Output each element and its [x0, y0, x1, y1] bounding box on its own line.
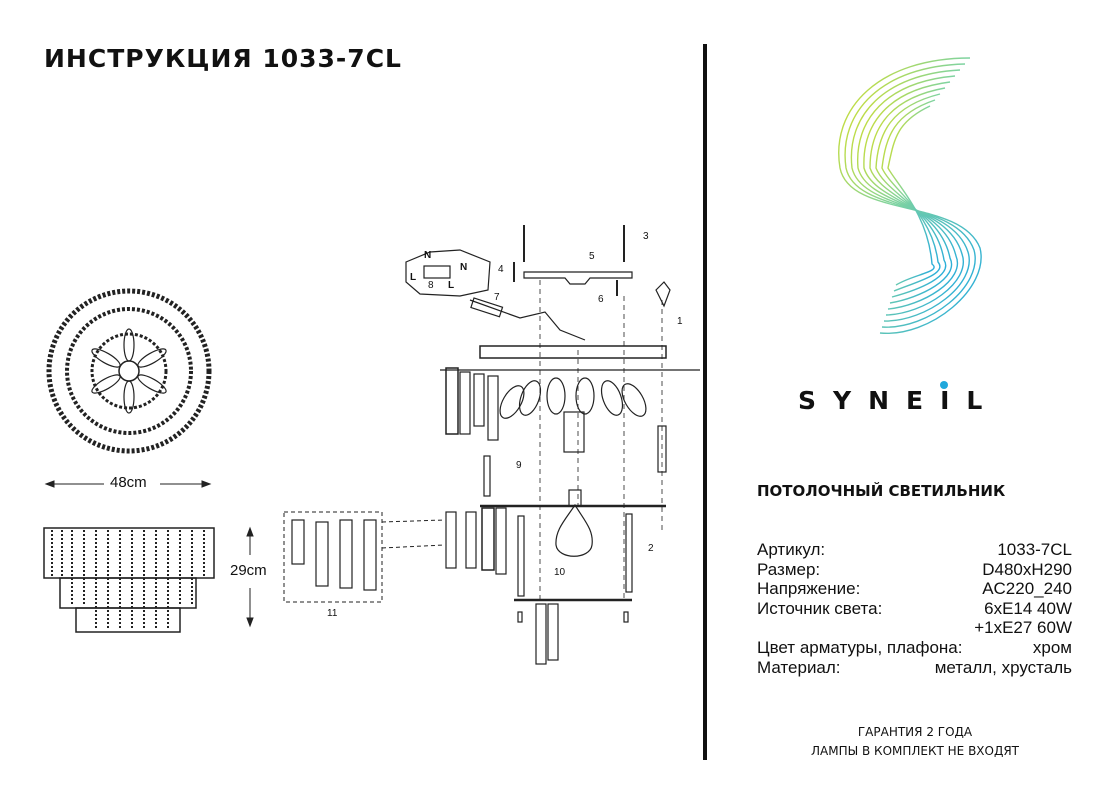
part-number-11: 11 [327, 608, 338, 619]
spec-row: +1xE27 60W [757, 618, 1072, 638]
vertical-divider [703, 44, 707, 760]
spec-row: Цвет арматуры, плафона: хром [757, 638, 1072, 658]
height-dimension-label: 29cm [230, 562, 267, 579]
spec-row: Материал: металл, хрусталь [757, 658, 1072, 678]
specifications-table: Артикул: 1033-7CL Размер: D480xH290 Напряж… [757, 540, 1072, 677]
width-dimension-label: 48cm [110, 474, 147, 491]
part-number-3: 3 [643, 231, 649, 242]
spec-value: D480xH290 [982, 559, 1072, 579]
part-number-1: 1 [677, 316, 683, 327]
spec-value: AC220_240 [982, 579, 1072, 599]
spec-row: Источник света: 6xE14 40W [757, 599, 1072, 619]
spec-label: Материал: [757, 657, 841, 677]
technical-drawing [43, 225, 700, 665]
brand-suffix: L [966, 386, 1000, 415]
spec-row: Артикул: 1033-7CL [757, 540, 1072, 560]
spec-label: Напряжение: [757, 579, 861, 599]
part-number-8: 8 [428, 280, 434, 291]
document-title: ИНСТРУКЦИЯ 1033-7CL [44, 44, 402, 73]
assembly-diagram [405, 225, 700, 665]
spec-value: металл, хрусталь [934, 657, 1072, 677]
side-view-diagram [43, 527, 215, 633]
part-number-5: 5 [589, 251, 595, 262]
part-number-9: 9 [516, 460, 522, 471]
warranty-note: ГАРАНТИЯ 2 ГОДА [857, 725, 973, 739]
product-type: ПОТОЛОЧНЫЙ СВЕТИЛЬНИК [757, 482, 1006, 500]
wiring-label-n: N [424, 250, 432, 261]
brand-i: I [940, 381, 967, 415]
part-number-4: 4 [498, 264, 504, 275]
spec-value: 1033-7CL [997, 540, 1072, 559]
width-dimension-line [44, 480, 212, 488]
wiring-label-n-2: N [460, 262, 468, 273]
part-number-2: 2 [648, 543, 654, 554]
spec-row: Размер: D480xH290 [757, 560, 1072, 580]
brand-i-dot [940, 381, 949, 389]
spec-value: +1xE27 60W [974, 618, 1072, 638]
top-view-diagram [46, 288, 212, 454]
crystal-parts-box [283, 511, 445, 603]
brand-i-letter: I [940, 386, 967, 415]
wiring-label-l-2: L [448, 280, 455, 291]
spec-value: 6xE14 40W [984, 598, 1072, 618]
height-dimension-line [246, 526, 254, 628]
spec-row: Напряжение: AC220_240 [757, 579, 1072, 599]
part-number-6: 6 [598, 294, 604, 305]
spec-label: Цвет арматуры, плафона: [757, 637, 963, 657]
spec-label: Артикул: [757, 540, 826, 559]
spec-value: хром [1032, 637, 1072, 657]
spec-label: Источник света: [757, 598, 883, 618]
wiring-label-l: L [410, 272, 417, 283]
brand-prefix: SYNE [798, 386, 941, 415]
spec-label: Размер: [757, 559, 821, 579]
brand-logo-graphic [838, 57, 982, 334]
part-number-10: 10 [554, 567, 566, 578]
footer-notes: ГАРАНТИЯ 2 ГОДА ЛАМПЫ В КОМПЛЕКТ НЕ ВХОД… [760, 723, 1070, 761]
part-number-7: 7 [494, 292, 500, 303]
lamps-note: ЛАМПЫ В КОМПЛЕКТ НЕ ВХОДЯТ [810, 744, 1020, 758]
